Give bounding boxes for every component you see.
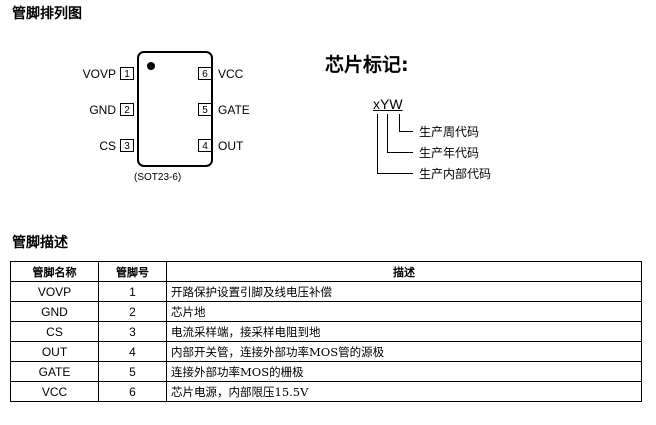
pin-label-cs: CS bbox=[99, 139, 116, 153]
pin-label-vovp: VOVP bbox=[82, 67, 116, 81]
pin1-indicator-dot bbox=[147, 62, 155, 70]
cell-description: 开路保护设置引脚及线电压补偿 bbox=[166, 281, 642, 302]
cell-description: 电流采样端，接采样电阻到地 bbox=[166, 321, 642, 342]
pin-number-6: 6 bbox=[198, 67, 212, 80]
marking-line-w-horizontal bbox=[399, 131, 413, 132]
cell-pin-name: GATE bbox=[10, 361, 99, 382]
pin-number-1: 1 bbox=[120, 67, 134, 80]
table-header-row: 管脚名称 管脚号 描述 bbox=[10, 261, 642, 282]
header-description: 描述 bbox=[166, 261, 642, 282]
pin-description-heading: 管脚描述 bbox=[12, 235, 68, 251]
cell-description: 内部开关管，连接外部功率MOS管的源极 bbox=[166, 341, 642, 362]
marking-line-x-vertical bbox=[377, 114, 378, 174]
cell-pin-number: 6 bbox=[98, 381, 167, 402]
table-row: GND 2 芯片地 bbox=[10, 301, 642, 322]
cell-pin-name: CS bbox=[10, 321, 99, 342]
pin-label-gate: GATE bbox=[218, 103, 250, 117]
marking-line-w-vertical bbox=[399, 114, 400, 132]
marking-desc-internal: 生产内部代码 bbox=[419, 167, 492, 181]
cell-pin-number: 2 bbox=[98, 301, 167, 322]
pin-description-table: 管脚名称 管脚号 描述 VOVP 1 开路保护设置引脚及线电压补偿 GND 2 … bbox=[10, 261, 642, 402]
header-pin-number: 管脚号 bbox=[98, 261, 167, 282]
cell-description: 芯片地 bbox=[166, 301, 642, 322]
cell-pin-name: VCC bbox=[10, 381, 99, 402]
cell-pin-name: GND bbox=[10, 301, 99, 322]
cell-pin-number: 5 bbox=[98, 361, 167, 382]
cell-pin-number: 3 bbox=[98, 321, 167, 342]
marking-line-y-horizontal bbox=[387, 152, 413, 153]
table-row: OUT 4 内部开关管，连接外部功率MOS管的源极 bbox=[10, 341, 642, 362]
cell-description: 连接外部功率MOS的栅极 bbox=[166, 361, 642, 382]
marking-line-x-horizontal bbox=[377, 173, 413, 174]
package-name: (SOT23-6) bbox=[134, 172, 182, 183]
table-row: GATE 5 连接外部功率MOS的栅极 bbox=[10, 361, 642, 382]
marking-desc-week: 生产周代码 bbox=[419, 125, 480, 139]
pin-number-4: 4 bbox=[198, 139, 212, 152]
marking-code: xYW bbox=[373, 96, 403, 112]
cell-pin-number: 4 bbox=[98, 341, 167, 362]
table-row: VCC 6 芯片电源，内部限压15.5V bbox=[10, 381, 642, 402]
cell-pin-name: OUT bbox=[10, 341, 99, 362]
marking-title: 芯片标记: bbox=[325, 54, 409, 76]
pin-number-5: 5 bbox=[198, 103, 212, 116]
pin-arrangement-heading: 管脚排列图 bbox=[12, 6, 82, 22]
marking-line-y-vertical bbox=[387, 114, 388, 153]
pin-label-vcc: VCC bbox=[218, 67, 244, 81]
cell-pin-number: 1 bbox=[98, 281, 167, 302]
marking-desc-year: 生产年代码 bbox=[419, 146, 480, 160]
pin-number-3: 3 bbox=[120, 139, 134, 152]
pin-label-gnd: GND bbox=[89, 103, 116, 117]
cell-pin-name: VOVP bbox=[10, 281, 99, 302]
table-row: VOVP 1 开路保护设置引脚及线电压补偿 bbox=[10, 281, 642, 302]
cell-description: 芯片电源，内部限压15.5V bbox=[166, 381, 642, 402]
pin-label-out: OUT bbox=[218, 139, 244, 153]
pin-number-2: 2 bbox=[120, 103, 134, 116]
header-pin-name: 管脚名称 bbox=[10, 261, 99, 282]
table-row: CS 3 电流采样端，接采样电阻到地 bbox=[10, 321, 642, 342]
